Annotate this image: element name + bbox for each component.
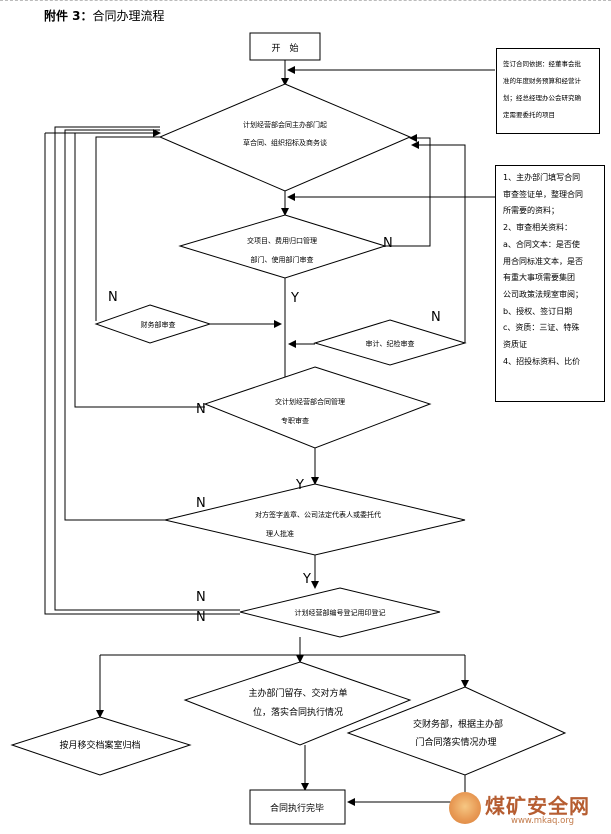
materials-line: c、资质：三证、特殊	[503, 323, 580, 333]
materials-line: 公司政策法规室审阅；	[503, 289, 583, 299]
draft-diamond	[158, 83, 412, 192]
basis-line: 划；经总经理办公会研究确	[503, 94, 581, 102]
sign-label-line1: 对方签字盖章、公司法定代表人或委托代	[255, 510, 381, 519]
dept-review-label-line1: 交项目、费用归口管理	[247, 236, 317, 245]
attachment-label: 附件 3：	[44, 9, 93, 23]
connectors	[44, 60, 495, 806]
page-title: 附件 3：合同办理流程	[44, 7, 165, 24]
finance-pay-label-line1: 交财务部，根据主办部	[413, 718, 503, 730]
dept-review-diamond	[178, 214, 387, 279]
label-n-register-2: N	[196, 610, 206, 625]
sign-diamond	[164, 483, 466, 556]
end-label: 合同执行完毕	[270, 802, 324, 814]
watermark-name: 煤矿安全网	[485, 794, 590, 818]
label-n-finance: N	[108, 290, 118, 305]
watermark-logo-icon	[449, 792, 481, 824]
contract-basis-note: 签订合同依据：经董事会批 准的年度财务预算和经营计 划；经总经理办公会研究确 定…	[496, 48, 600, 134]
dept-review-label-line2: 部门、使用部门审查	[251, 255, 314, 264]
materials-line: 资质证	[503, 340, 527, 350]
label-n-audit: N	[431, 310, 441, 325]
legal-review-label-line1: 交计划经营部合同管理	[275, 397, 345, 406]
audit-review-label: 审计、纪检审查	[366, 339, 415, 348]
label-n-dept: N	[383, 236, 393, 251]
legal-review-diamond	[203, 366, 432, 449]
materials-line: b、授权、签订日期	[503, 306, 573, 316]
draft-label-line2: 草合同、组织招标及商务谈	[243, 138, 327, 147]
finance-pay-diamond	[346, 686, 567, 776]
review-materials-note: 1、主办部门填写合同 审查签证单，整理合同 所需要的资料； 2、审查相关资料： …	[495, 165, 605, 402]
materials-line: 有重大事项需要集团	[503, 273, 575, 283]
end-box	[249, 789, 346, 825]
basis-line: 签订合同依据：经董事会批	[503, 60, 581, 68]
label-n-register-1: N	[196, 590, 206, 605]
legal-review-label-line2: 专职审查	[281, 416, 309, 425]
materials-line: 4、招投标资料、比价	[503, 356, 581, 366]
finance-review-diamond	[94, 304, 212, 344]
sign-label-line2: 理人批准	[266, 529, 294, 538]
draft-label-line1: 计划经营部会同主办部门起	[243, 120, 327, 129]
title-text: 合同办理流程	[92, 9, 165, 23]
execute-diamond	[183, 661, 412, 746]
finance-review-label: 财务部审查	[141, 320, 176, 329]
page-top-rule	[0, 0, 611, 1]
start-label: 开 始	[271, 42, 298, 54]
audit-review-diamond	[313, 319, 467, 366]
register-diamond	[239, 587, 441, 638]
basis-line: 准的年度财务预算和经营计	[503, 77, 581, 85]
register-label: 计划经营部编号登记用印登记	[295, 608, 386, 617]
label-n-sign: N	[196, 496, 206, 511]
materials-line: 所需要的资料；	[503, 206, 559, 216]
label-y-dept: Y	[290, 291, 299, 306]
start-box	[249, 32, 321, 61]
materials-line: 用合同标准文本，是否	[503, 256, 583, 266]
materials-line: 审查签证单，整理合同	[503, 189, 583, 199]
materials-line: a、合同文本：是否使	[503, 239, 580, 249]
label-y-legal: Y	[295, 478, 304, 493]
watermark-url: www.mkaq.org	[511, 816, 575, 826]
label-y-sign: Y	[302, 572, 311, 587]
archive-diamond	[10, 716, 192, 776]
materials-line: 1、主办部门填写合同	[503, 173, 581, 182]
basis-line: 定需要委托的项目	[503, 111, 555, 119]
finance-pay-label-line2: 门合同落实情况办理	[415, 736, 496, 748]
execute-label-line1: 主办部门留存、交对方单	[248, 687, 347, 699]
materials-line: 2、审查相关资料：	[503, 223, 573, 233]
execute-label-line2: 位，落实合同执行情况	[253, 706, 343, 718]
watermark: 煤矿安全网 www.mkaq.org	[449, 786, 609, 832]
archive-label: 按月移交档案室归档	[59, 739, 140, 751]
label-n-legal: N	[196, 402, 206, 417]
